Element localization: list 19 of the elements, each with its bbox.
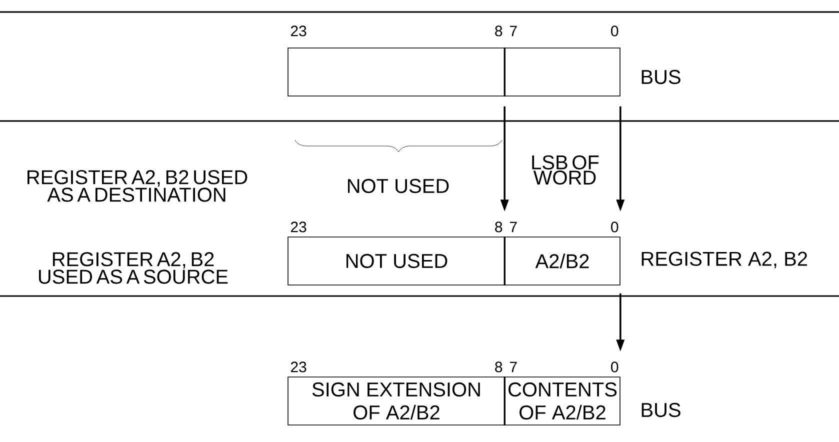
register-field <box>504 48 620 96</box>
bit-number: 7 <box>510 362 517 372</box>
register-label: REGISTER A2, B2 USED AS A SOURCE <box>38 252 228 284</box>
bus-label: BUS <box>642 70 680 84</box>
register-label: REGISTER A2, B2 USED AS A DESTINATION <box>28 170 248 202</box>
register-field: SIGN EXTENSION OF A2/B2 <box>288 376 506 426</box>
bit-number: 8 <box>495 222 502 232</box>
register-label: REGISTER A2, B2 <box>642 252 807 268</box>
bit-number: 8 <box>495 26 502 36</box>
register-field <box>288 48 506 96</box>
bit-number: 7 <box>510 26 517 36</box>
register-field: CONTENTS OF A2/B2 <box>504 376 620 426</box>
field-label: LSB OF WORD <box>532 155 599 185</box>
bus-label: BUS <box>642 402 680 418</box>
register-field: NOT USED <box>288 236 506 286</box>
register-field: A2/B2 <box>504 236 620 286</box>
bit-number: 7 <box>510 222 517 232</box>
bit-number: 8 <box>495 362 502 372</box>
brace-label: NOT USED <box>348 178 449 194</box>
